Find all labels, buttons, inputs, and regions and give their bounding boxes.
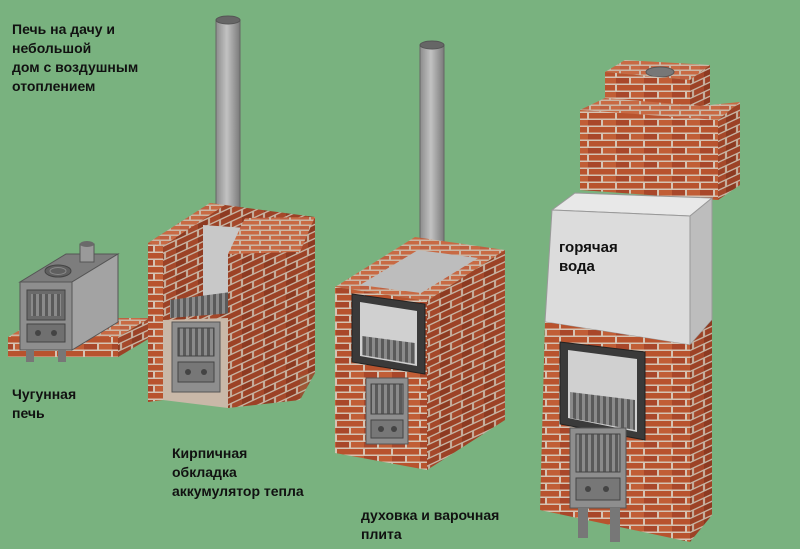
stove3-side — [427, 250, 505, 470]
stove1-burner — [44, 264, 72, 278]
stove1-base-side — [118, 318, 150, 357]
diagram-title: Печь на дачу и небольшой дом с воздушным… — [12, 21, 139, 94]
brick-lined-stove — [148, 15, 315, 408]
stove2-left-pillar — [148, 243, 163, 402]
cast-iron-stove — [8, 241, 150, 362]
stove2-right-pillar-front — [228, 252, 300, 408]
brick-lining-label: Кирпичная обкладка аккумулятор тепла — [172, 445, 304, 499]
stove2-right-pillar-side — [300, 217, 315, 400]
hot-water-tank-front — [544, 209, 691, 346]
hot-water-tank-side — [689, 196, 713, 347]
stove4-shoulder-front — [580, 110, 718, 200]
stove4-lower-side — [690, 320, 712, 542]
oven-cooktop-stove — [335, 40, 505, 470]
oven-cooktop-label: духовка и варочная плита — [361, 507, 500, 542]
cast-iron-stove-label: Чугунная печь — [12, 386, 77, 421]
stove2-top-left — [148, 203, 225, 246]
hot-water-label: горячая вода — [559, 239, 618, 275]
hot-water-stove — [540, 60, 740, 542]
stove1-ash-door — [26, 323, 66, 343]
stove1-side — [71, 253, 119, 351]
stove2-top-right — [228, 217, 315, 254]
